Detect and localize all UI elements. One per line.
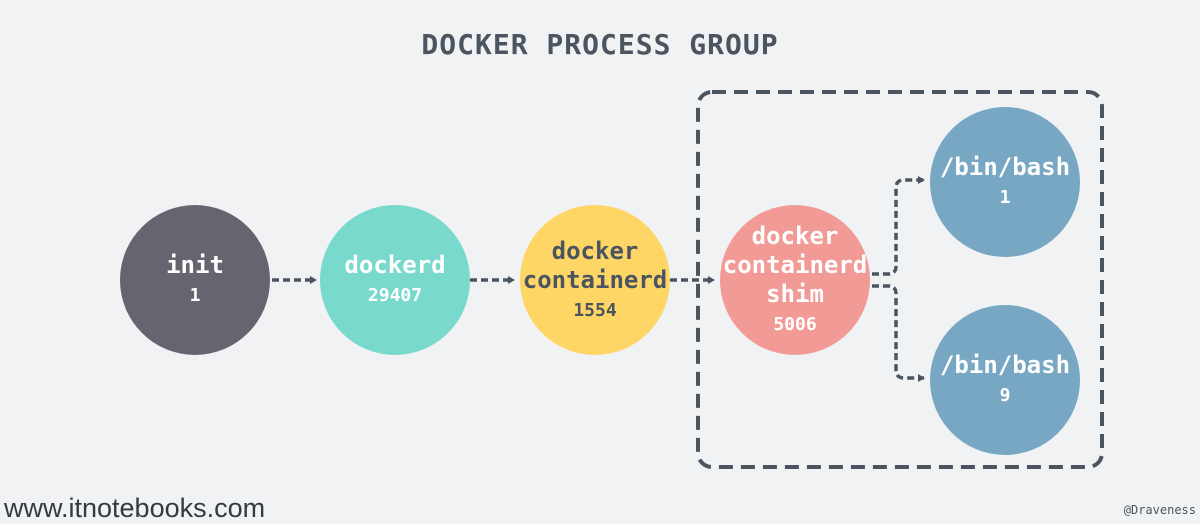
author-credit: @Draveness [1123,503,1196,517]
node-bash-9: /bin/bash 9 [930,305,1080,455]
node-init-pid: 1 [189,285,201,306]
node-init: init 1 [120,205,270,355]
container-group-box [696,90,1104,469]
node-bash-1-name: /bin/bash [939,153,1071,181]
site-watermark: www.itnotebooks.com [4,493,266,523]
edge-shim-bash1 [872,176,925,276]
node-bash-1-pid: 1 [999,187,1011,208]
node-dockerd: dockerd 29407 [320,205,470,355]
node-containerd-pid: 1554 [573,299,617,321]
node-shim-pid: 5006 [773,314,817,335]
edge-shim-bash9 [872,284,925,382]
node-dockerd-name: dockerd [344,251,446,279]
node-bash-9-pid: 9 [999,385,1011,406]
node-bash-9-name: /bin/bash [939,351,1071,379]
node-dockerd-pid: 29407 [367,285,423,306]
diagram-title: DOCKER PROCESS GROUP [421,28,779,61]
node-bash-1: /bin/bash 1 [930,107,1080,257]
node-init-name: init [166,251,224,279]
